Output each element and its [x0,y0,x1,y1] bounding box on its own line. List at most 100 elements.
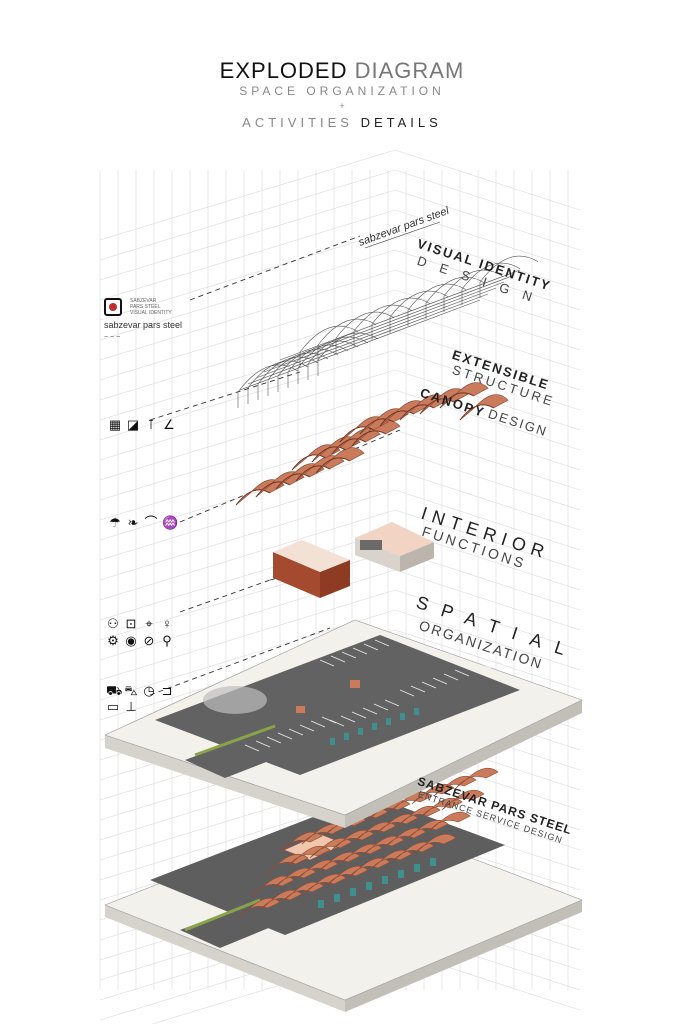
parking-stripe [421,681,437,689]
final-canopy-vault [405,819,449,841]
parking-stripe [340,715,356,723]
spatial-teal-unit [330,738,335,745]
spatial-green-strip [194,724,276,757]
grid-diagonal-right [394,209,581,271]
purlin [263,281,505,373]
grid-diagonal-right [394,409,581,471]
final-green-strip [184,898,261,932]
grid-diagonal-right [394,329,581,391]
grid-diagonal-left [99,249,396,341]
grid-diagonal-left [99,209,396,301]
interior-left-wall [273,552,320,598]
final-canopies [237,767,499,919]
spatial-teal-unit [344,733,349,740]
final-canopy-vault [295,859,339,881]
grid-diagonal-right [394,569,581,631]
truss-upper [389,290,449,318]
icons-structure: ▦ ◪ ⊺ ∠ [108,418,176,432]
final-canopy-vault [391,841,435,863]
icons-spatial-row2: ▭ ⊥ [106,700,138,714]
angle-icon: ∠ [163,417,175,432]
canopy-vault [311,436,361,463]
grid-diagonal-left [99,289,396,381]
grid-diagonal-right [394,629,581,691]
logo-small-2: PARS STEEL [130,304,161,310]
grid-diagonal-right [394,429,581,491]
title-activities-line: ACTIVITIES DETAILS [0,114,684,132]
parking-stripe [487,657,503,665]
canopy-vault [331,428,381,455]
parking-stripe [362,707,378,715]
grid-diagonal-left [99,189,396,281]
parking-stripe [277,732,293,740]
truss-upper [353,304,413,332]
canopy-vault [439,382,489,409]
grid-diagonal-right [394,189,581,251]
truss-upper [407,283,467,311]
gear-icon: ⚙ [107,633,119,648]
parking-stripe [255,740,271,748]
final-canopy-vault [347,857,391,879]
purlin [271,275,513,367]
spatial-kiosk [350,680,360,688]
clock-icon: ◷ [143,683,155,698]
grid-diagonal-right [394,469,581,531]
spatial-teal-unit [358,728,363,735]
grid-diagonal-left [99,329,396,421]
canopy-vault [419,388,469,415]
parking-stripe [374,639,390,647]
canopy-vault [295,455,345,482]
interior-left-top [273,540,350,572]
grid-diagonal-left [99,349,396,441]
leader-structure [149,371,301,421]
final-canopy-vault [369,849,413,871]
truss-lower [307,336,369,365]
canopy-vault [339,416,389,443]
grid-diagonal-right [394,449,581,511]
arc-icon: ⌒ [144,515,158,530]
parking-stripe [288,728,304,736]
grid-diagonal-right [394,249,581,311]
final-teal-unit [414,864,420,872]
final-slab-side-left [105,905,345,1012]
final-canopy-vault [353,821,397,843]
final-canopy-vault [433,775,477,797]
parking-stripe [341,651,357,659]
parking-stripe [443,673,459,681]
grid-diagonal-right [394,289,581,351]
people-icon: ⚇ [107,616,119,631]
title-space-organization: SPACE ORGANIZATION [239,84,445,98]
interior-right-top [355,522,434,556]
interior-block [273,522,434,598]
final-canopy-vault [309,837,353,859]
parking-stripe [385,635,401,643]
stamp-icon: ◪ [126,417,140,432]
final-canopy-vault [325,865,369,887]
final-canopy-vault [361,835,405,857]
final-canopy-vault [251,875,295,897]
final-canopy-vault [265,853,309,875]
title-details: DETAILS [360,115,442,130]
icons-canopy: ☂ ❧ ⌒ ♒ [108,515,179,530]
truss-upper [335,311,395,339]
truss-upper [479,255,539,283]
purlin [247,293,489,385]
signage-underline [364,221,441,249]
title-block: EXPLODED DIAGRAM SPACE ORGANIZATION + AC… [0,58,684,132]
grid-diagonal-right [394,789,581,851]
water-icon: ♒ [162,515,179,530]
truss-upper [317,318,377,346]
final-canopy-vault [375,813,419,835]
canopy-vault [359,408,409,435]
truss-upper [425,276,485,304]
canopy-vault [459,394,509,421]
grid-diagonal-right [394,269,581,331]
final-canopy-vault [279,831,323,853]
parking-stripe [432,677,448,685]
truss-lower [297,340,359,369]
grid-diagonal-left [99,149,396,241]
interior-window [360,540,382,550]
safe-icon: ◉ [125,633,137,648]
final-canopy-vault [441,789,485,811]
